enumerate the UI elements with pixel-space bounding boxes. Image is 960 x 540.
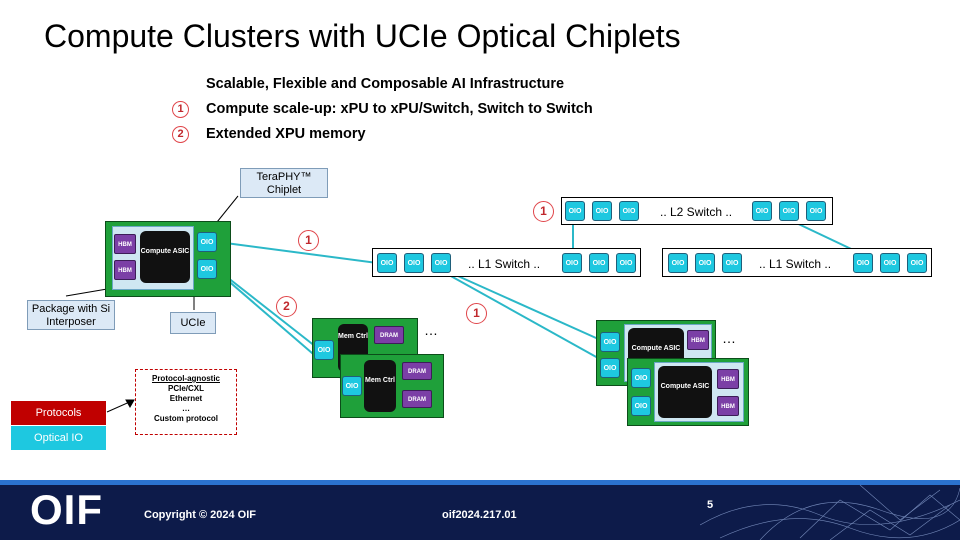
mem-back-oio: OIO [314, 340, 334, 360]
compute-back-oio-1: OIO [600, 332, 620, 352]
oif-logo: OIF [30, 486, 103, 533]
protocol-custom: Custom protocol [154, 414, 218, 423]
l1-left-oio-3: OIO [431, 253, 451, 273]
link-asic-to-l1 [217, 241, 386, 265]
ucie-callout: UCIe [170, 312, 216, 334]
bullet-scale-up: Compute scale-up: xPU to xPU/Switch, Swi… [206, 101, 593, 117]
l1-switch-left-label: .. L1 Switch .. [468, 257, 541, 271]
compute-asic-front: Compute ASIC [658, 366, 712, 418]
l2-oio-5: OIO [779, 201, 799, 221]
legend-optical-io: Optical IO [11, 426, 106, 450]
l2-oio-1: OIO [565, 201, 585, 221]
l1-right-oio-2: OIO [695, 253, 715, 273]
l1-left-oio-1: OIO [377, 253, 397, 273]
marker-2-memory-link: 2 [276, 296, 297, 317]
hbm-front-1: HBM [717, 369, 739, 389]
l1-right-oio-3: OIO [722, 253, 742, 273]
compute-asic-main: Compute ASIC [140, 231, 190, 283]
footer-copyright: Copyright © 2024 OIF [144, 509, 257, 521]
l2-oio-2: OIO [592, 201, 612, 221]
dram-front-1: DRAM [402, 362, 432, 380]
hbm-front-2: HBM [717, 396, 739, 416]
l1-left-oio-5: OIO [589, 253, 609, 273]
mem-front-oio: OIO [342, 376, 362, 396]
l2-oio-4: OIO [752, 201, 772, 221]
bullet-memory: Extended XPU memory [206, 126, 366, 142]
l2-oio-6: OIO [806, 201, 826, 221]
compute-front-oio-2: OIO [631, 396, 651, 416]
l2-switch-label: .. L2 Switch .. [660, 205, 733, 219]
protocol-heading: Protocol-agnostic [151, 374, 220, 383]
l1-right-oio-5: OIO [880, 253, 900, 273]
hbm-back-1: HBM [687, 330, 709, 350]
compute-ellipsis: … [722, 330, 736, 346]
l1-left-oio-4: OIO [562, 253, 582, 273]
dram-front-2: DRAM [402, 390, 432, 408]
memory-ellipsis: … [424, 322, 438, 338]
l1-switch-right-label: .. L1 Switch .. [759, 257, 832, 271]
teraphy-callout: TeraPHY™ Chiplet [240, 168, 328, 198]
link-l1-to-compute-a [439, 267, 606, 343]
l1-right-oio-1: OIO [668, 253, 688, 273]
oio-chiplet-bottom: OIO [197, 259, 217, 279]
dram-back-1: DRAM [374, 326, 404, 344]
l1-right-oio-6: OIO [907, 253, 927, 273]
footer-doc-id: oif2024.217.01 [442, 509, 517, 521]
legend-protocols: Protocols [11, 401, 106, 425]
protocol-box: Protocol-agnostic PCIe/CXL Ethernet … Cu… [135, 369, 237, 435]
compute-back-oio-2: OIO [600, 358, 620, 378]
hbm-chip-top: HBM [114, 234, 136, 254]
l1-left-oio-2: OIO [404, 253, 424, 273]
package-callout: Package with Si Interposer [27, 300, 115, 330]
protocol-ellipsis: … [182, 404, 190, 413]
hbm-chip-bottom: HBM [114, 260, 136, 280]
l2-oio-3: OIO [619, 201, 639, 221]
footer-stripe [0, 480, 960, 485]
bullet-number-1: 1 [172, 101, 189, 118]
mem-ctrl-front: Mem Ctrl [364, 360, 396, 412]
protocol-arrow-head [125, 399, 135, 409]
bullet-number-2: 2 [172, 126, 189, 143]
compute-front-oio-1: OIO [631, 368, 651, 388]
marker-1-l2: 1 [533, 201, 554, 222]
network-graphic [700, 484, 960, 540]
link-asic-to-mem-a [217, 269, 321, 351]
l1-right-oio-4: OIO [853, 253, 873, 273]
oio-chiplet-top: OIO [197, 232, 217, 252]
protocol-pcie-cxl: PCIe/CXL [167, 384, 204, 393]
page-number: 5 [707, 499, 714, 511]
marker-1-compute-link: 1 [466, 303, 487, 324]
marker-1-asic-link: 1 [298, 230, 319, 251]
l1-left-oio-6: OIO [616, 253, 636, 273]
protocol-ethernet: Ethernet [169, 394, 203, 403]
slide-title: Compute Clusters with UCIe Optical Chipl… [44, 18, 681, 54]
bullet-intro: Scalable, Flexible and Composable AI Inf… [206, 76, 565, 92]
